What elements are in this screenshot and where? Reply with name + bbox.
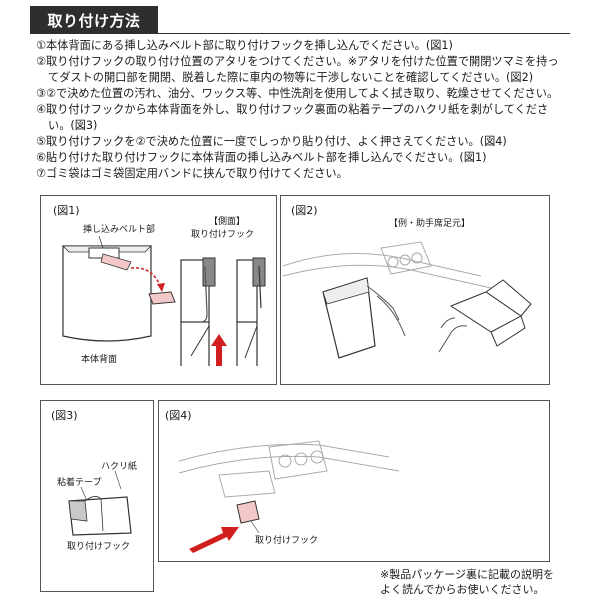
belt-label: 挿し込みベルト部 [83,225,156,235]
hook-label: 取り付けフック [191,230,255,240]
figure-3-label: (図3) [51,409,78,422]
step-2-cont: てダストの開口部を開閉、脱着した際に車内の物等に干渉しないことを確認してください… [48,71,534,84]
hook-label-fig4: 取り付けフック [255,536,319,546]
adhesive-tape-label: 粘着テープ [57,478,102,488]
step-5: ⑤取り付けフックを②で決めた位置に一度でしっかり貼り付け、よく押さえてください。… [36,135,507,148]
figure-3-drawing [68,470,132,536]
step-2: ②取り付けフックの取り付け位置のアタリをつけてください。※アタリを付けた位置で開… [36,55,559,68]
figure-4-drawing [178,440,400,553]
step-3: ③②で決めた位置の汚れ、油分、ワックス等、中性洗剤を使用してよく拭き取り、乾燥さ… [36,87,559,100]
step-6: ⑥貼り付けた取り付けフックに本体背面の挿し込みベルト部を挿し込んでください。(図… [36,151,487,164]
section-title: 取り付け方法 [30,6,158,34]
step-4-cont: い。(図3) [48,119,98,132]
step-7: ⑦ゴミ袋はゴミ袋固定用バンドに挟んで取り付けてください。 [36,167,348,180]
note-line-1: ※製品パッケージ裏に記載の説明を [380,568,554,581]
hook-label-fig3: 取り付けフック [67,542,131,552]
figure-1-drawing [62,235,266,366]
figure-2-label: (図2) [291,204,318,217]
note-line-2: よく読んでからお使いください。 [380,583,545,596]
peel-paper-label: ハクリ紙 [101,462,138,472]
figure-3: (図3) ハクリ紙 粘着テープ 取り付けフック [40,400,154,592]
package-note: ※製品パッケージ裏に記載の説明を よく読んでからお使いください。 [380,567,554,597]
figure-1-label: (図1) [53,204,80,217]
example-label: 【例・助手席足元】 [389,219,471,229]
figure-1: (図1) 挿し込みベルト部 【側面】 取り付けフック 本体背面 [40,195,277,385]
side-view-label: 【側面】 [209,217,246,227]
figure-2-drawing [282,241,532,359]
figure-4-label: (図4) [165,409,192,422]
title-divider [30,33,570,34]
figure-2: (図2) 【例・助手席足元】 [280,195,550,385]
instruction-list: ①本体背面にある挿し込みベルト部に取り付けフックを挿し込んでください。(図1) … [36,38,576,182]
back-label: 本体背面 [81,355,118,365]
step-1: ①本体背面にある挿し込みベルト部に取り付けフックを挿し込んでください。(図1) [36,39,453,52]
figure-4: (図4) 取り付けフック [158,400,550,562]
step-4: ④取り付けフックから本体背面を外し、取り付けフック裏面の粘着テープのハクリ紙を剥… [36,103,549,116]
